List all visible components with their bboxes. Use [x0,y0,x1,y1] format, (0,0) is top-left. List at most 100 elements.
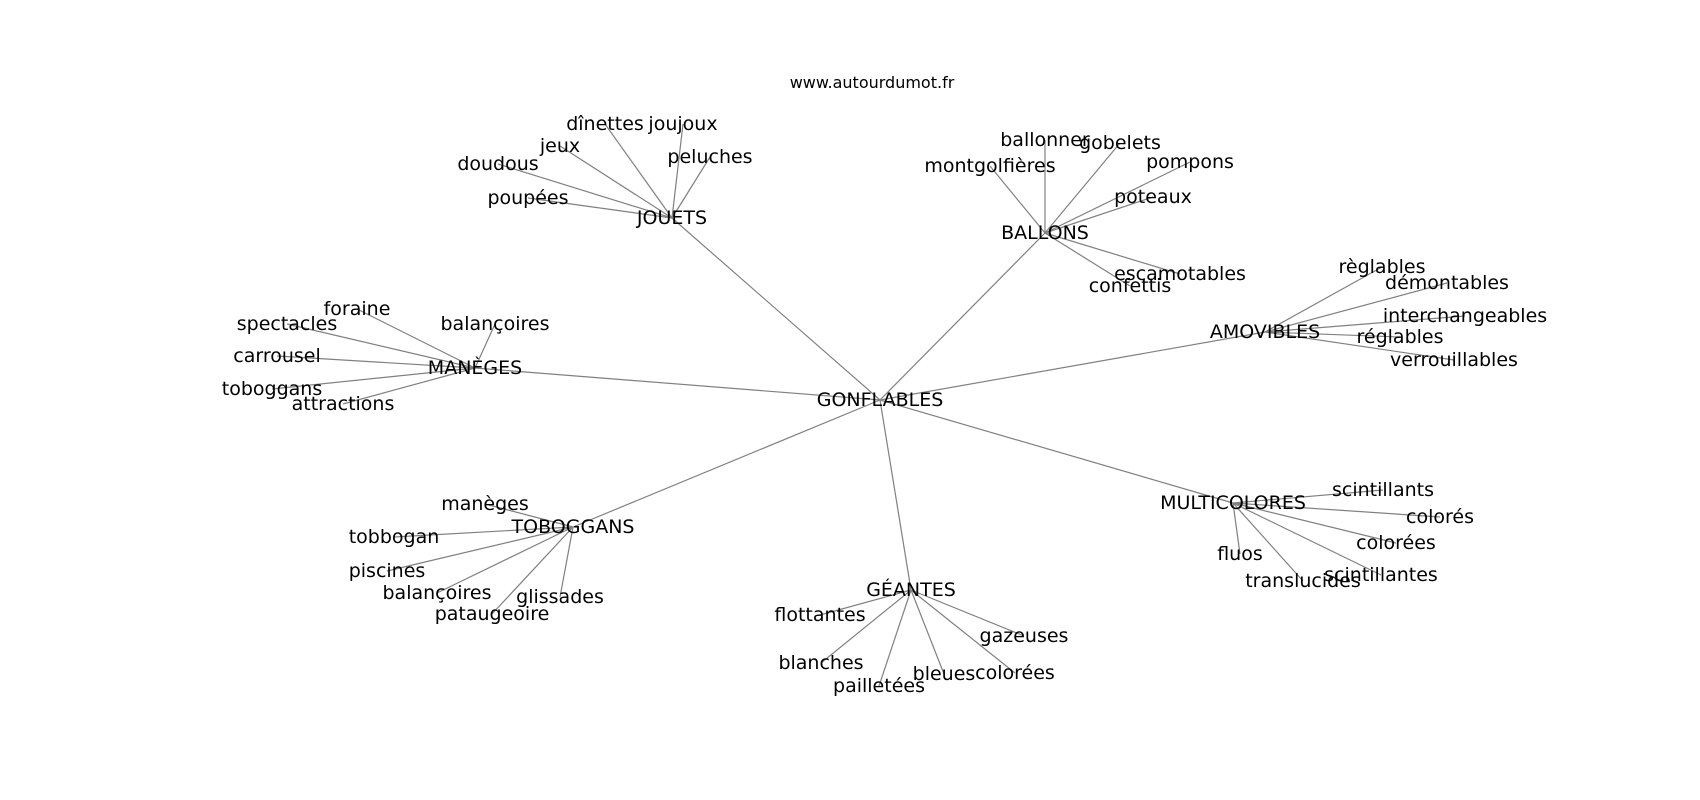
edge-maneges-2 [474,323,496,369]
hub-node-geantes[interactable]: GÉANTES [866,578,956,601]
leaf-node-ballons[interactable]: ballonner [1000,129,1090,151]
hub-node-multicolores[interactable]: MULTICOLORES [1160,492,1306,514]
edge-toboggans-2 [386,526,574,572]
leaf-node-toboggans[interactable]: balançoires [383,582,492,604]
leaf-node-amovibles[interactable]: verrouillables [1390,349,1518,371]
leaf-node-jouets[interactable]: joujoux [647,113,717,135]
edge-multicolores-1 [1232,502,1441,518]
hub-node-maneges[interactable]: MANÈGES [428,356,522,379]
edge-jouets-0 [604,123,673,219]
edge-maneges-4 [271,367,476,390]
edge-ballons-4 [1044,196,1154,234]
edge-geantes-4 [910,589,1016,674]
edge-toboggans-4 [559,526,574,598]
leaf-node-maneges[interactable]: spectacles [237,313,338,335]
leaf-node-maneges[interactable]: balançoires [441,313,550,335]
edge-maneges-1 [286,323,476,369]
leaf-node-geantes[interactable]: blanches [778,652,863,674]
leaf-node-multicolores[interactable]: colorés [1406,506,1474,528]
leaf-node-geantes[interactable]: flottantes [774,604,865,626]
leaf-node-ballons[interactable]: pompons [1146,151,1234,173]
edge-geantes-5 [878,589,912,687]
hub-node-toboggans[interactable]: TOBOGGANS [511,516,635,538]
center-node[interactable]: GONFLABLES [817,389,944,411]
edge-ballons-1 [1044,142,1121,234]
leaf-node-amovibles[interactable]: règlables [1339,256,1426,278]
edge-multicolores-5 [1232,502,1304,582]
leaf-node-jouets[interactable]: peluches [667,146,752,168]
leaf-node-geantes[interactable]: bleues [913,663,976,685]
edge-ballons-6 [1044,232,1131,287]
edges-layer [271,123,1466,687]
edge-toboggans-0 [484,503,574,528]
edge-jouets-2 [559,145,673,219]
leaf-node-ballons[interactable]: escamotables [1114,263,1246,285]
edge-jouets-3 [671,156,711,219]
edge-maneges-3 [276,355,476,369]
edge-ballons-3 [1044,161,1191,234]
edge-jouets-4 [497,163,673,219]
edge-geantes-0 [819,589,912,616]
leaf-node-multicolores[interactable]: scintillants [1332,479,1434,501]
leaf-node-jouets[interactable]: doudous [457,153,538,175]
edge-center-ballons [879,232,1046,401]
leaf-node-amovibles[interactable]: démontables [1385,272,1509,294]
site-url[interactable]: www.autourdumot.fr [790,73,955,92]
leaf-node-toboggans[interactable]: glissades [516,586,604,608]
leaf-node-multicolores[interactable]: colorées [1356,532,1436,554]
edge-maneges-5 [342,367,476,405]
leaf-node-ballons[interactable]: confettis [1089,275,1172,297]
leaf-node-multicolores[interactable]: fluos [1217,543,1263,565]
leaf-node-jouets[interactable]: dînettes [566,113,644,135]
edge-multicolores-3 [1232,502,1241,555]
leaf-node-jouets[interactable]: poupées [487,187,568,209]
edge-geantes-1 [910,589,1025,637]
edge-geantes-3 [910,589,945,675]
leaf-node-toboggans[interactable]: piscines [349,560,426,582]
edge-amovibles-0 [1264,266,1383,333]
edge-toboggans-3 [436,526,574,594]
hub-node-amovibles[interactable]: AMOVIBLES [1210,321,1320,343]
leaf-node-toboggans[interactable]: tobbogan [349,526,440,548]
edge-amovibles-2 [1264,315,1466,333]
leaf-node-geantes[interactable]: colorées [975,662,1055,684]
edge-multicolores-4 [1232,502,1382,576]
leaf-node-jouets[interactable]: jeux [539,135,580,157]
leaf-node-ballons[interactable]: gobelets [1079,132,1161,154]
leaf-node-maneges[interactable]: attractions [292,393,395,415]
leaf-node-ballons[interactable]: poteaux [1114,186,1192,208]
leaf-node-multicolores[interactable]: translucides [1245,570,1361,592]
leaf-node-amovibles[interactable]: interchangeables [1383,305,1547,327]
edge-jouets-5 [527,197,673,219]
edge-multicolores-0 [1232,489,1384,504]
edge-toboggans-5 [491,526,574,615]
edge-center-amovibles [879,331,1266,401]
leaf-node-geantes[interactable]: gazeuses [980,625,1069,647]
edge-multicolores-2 [1232,502,1397,544]
hub-node-ballons[interactable]: BALLONS [1001,222,1089,244]
leaf-node-amovibles[interactable]: réglables [1357,326,1444,348]
edge-center-geantes [879,399,912,591]
leaf-node-toboggans[interactable]: manèges [441,493,529,515]
edge-toboggans-1 [393,526,574,538]
edge-center-maneges [474,367,881,401]
edge-ballons-2 [989,165,1046,234]
edge-amovibles-4 [1264,331,1455,361]
edge-center-toboggans [572,399,881,528]
leaf-node-ballons[interactable]: montgolfières [924,155,1055,177]
leaf-node-maneges[interactable]: toboggans [222,378,322,400]
leaf-node-geantes[interactable]: pailletées [833,675,925,697]
hub-node-jouets[interactable]: JOUETS [636,207,707,229]
leaf-node-maneges[interactable]: carrousel [233,345,321,367]
leaf-node-maneges[interactable]: foraine [324,298,391,320]
edge-maneges-0 [356,308,476,369]
leaf-node-multicolores[interactable]: scintillantes [1324,564,1438,586]
edge-center-multicolores [879,399,1234,504]
leaf-node-toboggans[interactable]: pataugeoire [435,603,550,625]
edge-jouets-1 [671,123,684,219]
edge-center-jouets [671,217,881,401]
edge-ballons-5 [1044,232,1181,275]
edge-geantes-2 [820,589,912,664]
